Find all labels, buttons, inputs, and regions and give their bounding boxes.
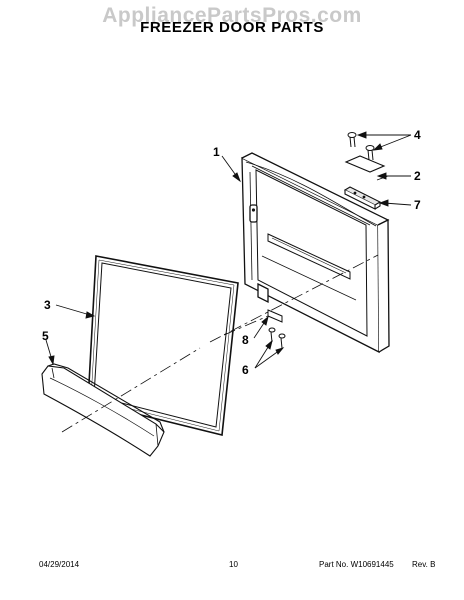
footer-date: 04/29/2014 [39, 560, 80, 569]
door-shelf-bin [41, 363, 165, 457]
footer-part-number: Part No. W10691445 [319, 560, 394, 569]
hinge-bracket [343, 186, 382, 210]
leader-lines [45, 131, 412, 369]
bottom-screws [267, 309, 286, 349]
callout-4: 4 [414, 128, 421, 142]
callout-8: 8 [242, 333, 249, 347]
page-title: FREEZER DOOR PARTS [140, 19, 324, 36]
door-gasket [87, 255, 239, 436]
footer-revision: Rev. B [412, 560, 436, 569]
freezer-door [241, 152, 390, 354]
callout-2: 2 [414, 169, 421, 183]
hinge-cover-plate [344, 155, 386, 173]
callout-5: 5 [42, 329, 49, 343]
callout-7: 7 [414, 198, 421, 212]
footer-page-number: 10 [229, 560, 238, 569]
callout-3: 3 [44, 298, 51, 312]
hinge-screws [347, 132, 375, 161]
watermark: AppliancePartsPros.com [102, 4, 362, 27]
callout-6: 6 [242, 363, 249, 377]
callout-1: 1 [213, 145, 220, 159]
